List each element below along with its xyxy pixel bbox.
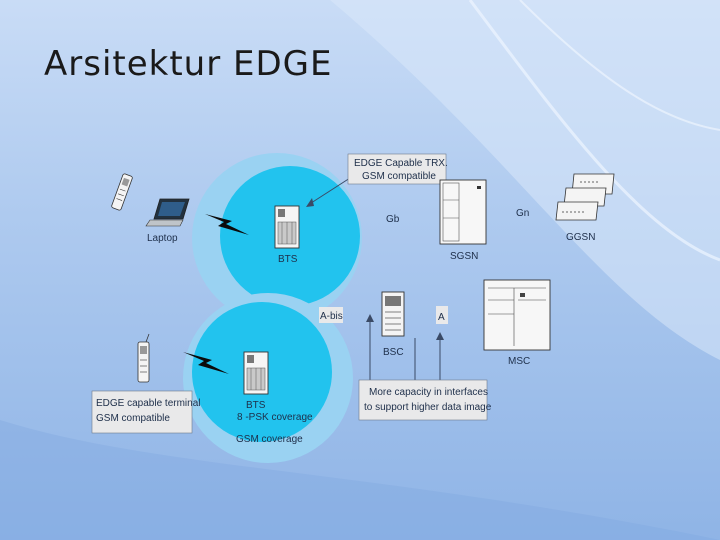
gb-label: Gb (386, 214, 400, 225)
sgsn-icon (439, 179, 487, 245)
a-label: A (438, 312, 445, 323)
a-arrow-head (436, 332, 444, 340)
gsm-coverage-label: GSM coverage (236, 434, 303, 445)
gn-label: Gn (516, 208, 529, 219)
terminal-line1: EDGE capable terminal (96, 398, 201, 409)
a-label-box (436, 306, 448, 324)
edge-trx-line2: GSM compatible (362, 171, 436, 182)
links (307, 177, 441, 380)
psk-coverage-label: 8 -PSK coverage (237, 412, 313, 423)
sgsn-label: SGSN (450, 251, 478, 262)
abis-label: A-bis (320, 311, 343, 322)
abis-arrow-head (366, 314, 374, 322)
bts-bottom-label: BTS (246, 400, 266, 411)
bsc-label: BSC (383, 347, 404, 358)
radio-link-icon (183, 352, 229, 374)
bts-icon (274, 205, 300, 249)
capacity-line2: to support higher data image (364, 402, 492, 413)
terminal-callout (91, 390, 193, 434)
mobile-phone-icon (137, 333, 150, 383)
bts-top-label: BTS (278, 254, 298, 265)
msc-label: MSC (508, 356, 530, 367)
capacity-callout (358, 379, 488, 421)
capacity-line1: More capacity in interfaces (369, 387, 488, 398)
slide-title: Arsitektur EDGE (44, 44, 333, 84)
ggsn-icon (555, 173, 615, 221)
edge-trx-line1: EDGE Capable TRX. (354, 158, 448, 169)
ggsn-label: GGSN (566, 232, 595, 243)
msc-icon (483, 279, 551, 351)
bsc-icon (381, 291, 405, 337)
laptop-label: Laptop (147, 233, 178, 244)
abis-label-box (319, 307, 343, 323)
mobile-phone-icon (111, 173, 133, 211)
terminal-line2: GSM compatible (96, 413, 170, 424)
radio-link-icon (205, 214, 249, 235)
laptop-icon (145, 198, 190, 227)
bts-icon (243, 351, 269, 395)
trx-arrow-head (306, 198, 314, 207)
edge-trx-callout (347, 153, 447, 185)
